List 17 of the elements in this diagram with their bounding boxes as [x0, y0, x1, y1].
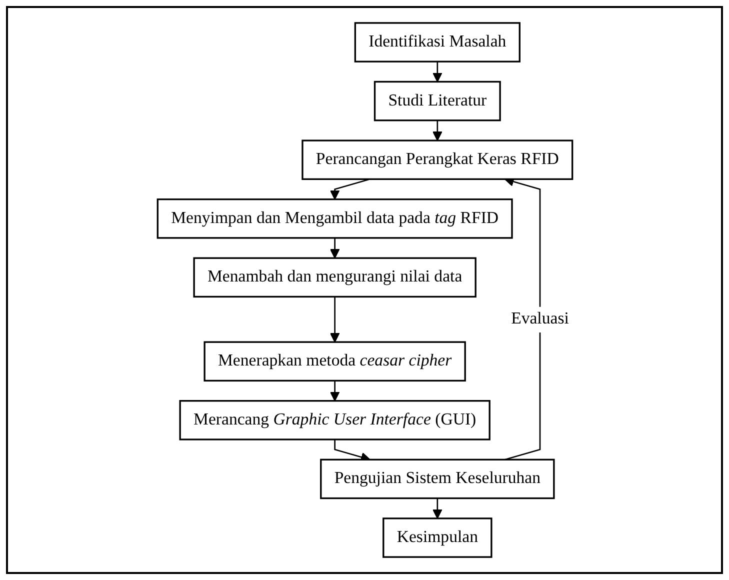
- node-box: Kesimpulan: [382, 518, 492, 558]
- arrow: [329, 178, 370, 200]
- node-box: Merancang Graphic User Interface (GUI): [178, 400, 490, 440]
- node-box: Identifikasi Masalah: [354, 22, 520, 62]
- arrow: [432, 62, 442, 82]
- arrow: [432, 498, 442, 519]
- node-box: Pengujian Sistem Keseluruhan: [320, 458, 554, 500]
- node-box: Perancangan Perangkat Keras RFID: [301, 140, 573, 180]
- node-box: Menyimpan dan Mengambil data pada tag RFID: [156, 198, 512, 239]
- arrow: [329, 296, 340, 343]
- arrow: [432, 120, 442, 141]
- node-box: Menerapkan metoda ceasar cipher: [203, 341, 466, 382]
- arrow: [329, 380, 340, 402]
- arrow: [329, 238, 340, 259]
- edge-label: Evaluasi: [510, 310, 568, 328]
- node-box: Studi Literatur: [373, 80, 500, 122]
- node-box: Menambah dan mengurangi nilai data: [192, 257, 476, 298]
